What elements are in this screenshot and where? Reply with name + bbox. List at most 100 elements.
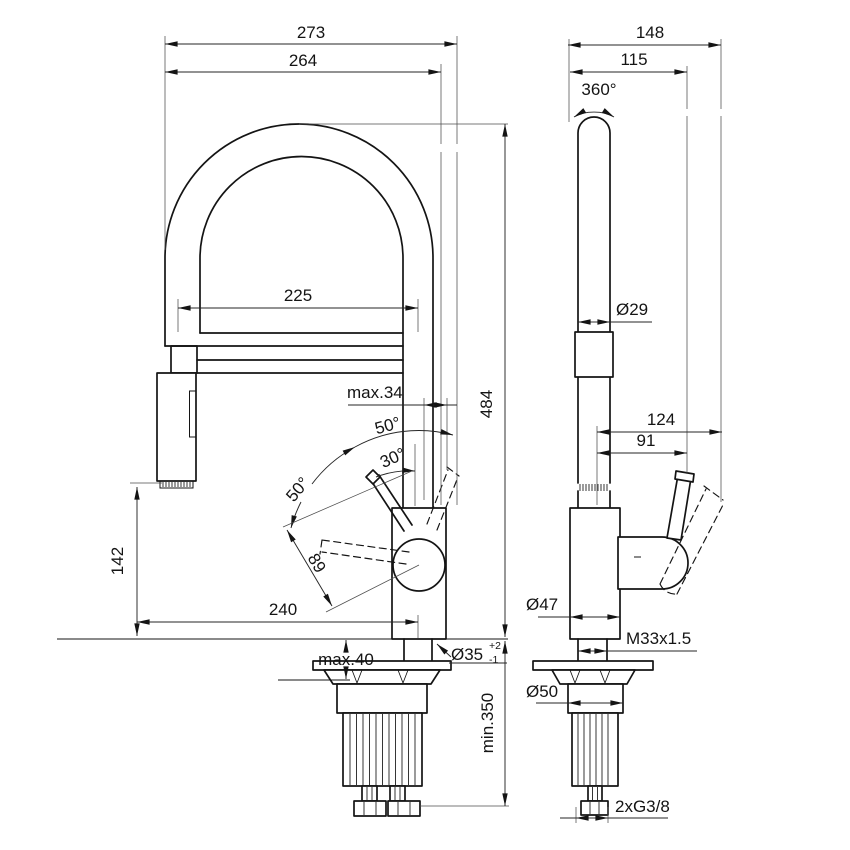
angle-upper-50-label: 50° (373, 413, 403, 438)
hose-nut-side (580, 800, 609, 816)
hose-tube-right (389, 785, 406, 802)
base-cylinder-side (567, 683, 624, 714)
angle-lower-50-label: 50° (282, 474, 313, 506)
dim-thread: M33x1.5 (577, 629, 697, 654)
dim-hole-diameter-label: Ø35 +2 -1 (451, 640, 501, 666)
handle-dashed-side (659, 485, 725, 595)
dim-base-diameter-label: Ø50 (526, 682, 558, 701)
hole-tol-minus: -1 (489, 654, 498, 666)
dim-total-width-label: 273 (297, 23, 325, 42)
extension-line (423, 398, 448, 500)
extension-line (282, 470, 420, 613)
hose-nut-left (353, 800, 387, 817)
hole-dia-value: Ø35 (451, 645, 483, 664)
mounting-cone-side (551, 669, 636, 685)
extension-line (164, 36, 458, 505)
cone-clips-front (351, 669, 409, 685)
dim-body-diameter-label: Ø47 (526, 595, 558, 614)
spray-head-button (189, 390, 197, 438)
dim-deck-thickness: max.40 (318, 639, 374, 680)
mounting-shank-side (577, 638, 608, 662)
dim-handle-reach-open: 124 (596, 410, 723, 505)
extension-line (177, 299, 419, 332)
dim-supply-connections-label: 2xG3/8 (615, 797, 670, 816)
dim-spout-span-label: 225 (284, 286, 312, 305)
dim-swivel-angle-label: 360° (581, 80, 616, 99)
dim-handle-reach-label: 91 (637, 431, 656, 450)
swivel-collar (574, 331, 614, 378)
faucet-body-side (569, 507, 621, 640)
dim-spout-width-label: 264 (289, 51, 317, 70)
dim-spout-diameter: Ø29 (577, 300, 652, 325)
hose-nut-facets (363, 802, 411, 815)
front-view (156, 123, 460, 817)
base-cylinder-front (336, 683, 428, 714)
handle-cap-side (674, 470, 695, 483)
dim-hose-length-min: min.350 (420, 640, 509, 807)
arc-30 (375, 467, 416, 478)
dim-spout-offset-label: max.34 (347, 383, 403, 402)
side-view (532, 116, 725, 816)
dim-base-diameter: Ø50 (526, 682, 624, 706)
base-flange-side (532, 660, 654, 671)
dim-hole-diameter: Ø35 +2 -1 (436, 640, 507, 666)
hose-tube-side (587, 785, 603, 802)
dim-swivel-angle: 360° (573, 80, 617, 118)
hose-bars (164, 332, 404, 374)
dim-spray-head-drop: 142 (108, 482, 162, 637)
arc-lower-50-b (311, 446, 356, 485)
dim-body-depth-label: 115 (620, 50, 647, 69)
dim-total-width: 273 (164, 23, 458, 505)
splined-shaft-side (571, 712, 619, 787)
hose-tube-ribs-side (592, 787, 598, 800)
handle-lever-side (666, 474, 692, 541)
leader-line (436, 643, 452, 658)
deck-line (57, 638, 508, 681)
dim-hose-length-label: min.350 (478, 693, 497, 753)
arc-lower-50-a (290, 501, 302, 529)
hole-tol-plus: +2 (489, 640, 501, 652)
cone-clips-side (569, 669, 611, 685)
spline-ribs-side (577, 714, 609, 785)
dim-total-depth-label: 148 (636, 23, 664, 42)
handle-lever-cap (365, 469, 381, 485)
extension-line (568, 39, 722, 502)
spout-column-lower (577, 490, 611, 509)
hose-tube-ribs (366, 787, 401, 800)
dim-projection-label: 240 (269, 600, 297, 619)
dim-body-depth: 115 (569, 50, 688, 474)
thread-hatch-side (579, 484, 608, 491)
spray-holder-step (170, 345, 198, 374)
arc-upper-50 (354, 429, 454, 448)
dim-total-height-label: 484 (477, 390, 496, 418)
dim-spout-span: 225 (177, 286, 419, 332)
dim-spout-width: 264 (164, 51, 442, 505)
spout-column (577, 116, 611, 484)
dim-spout-offset-max: max.34 (347, 383, 457, 500)
handle-hub-side (617, 536, 689, 590)
dim-total-depth: 148 (567, 23, 722, 502)
dimension-line (286, 529, 333, 607)
dim-deck-thickness-label: max.40 (318, 650, 374, 669)
spray-head (156, 372, 197, 482)
mounting-shank-front (403, 638, 433, 662)
mounting-cone-front (323, 669, 441, 685)
hose-nut-facets-side (589, 802, 600, 814)
dim-thread-label: M33x1.5 (626, 629, 691, 648)
hose-nut-right (387, 800, 421, 817)
dim-projection: 240 (136, 600, 419, 638)
dim-total-height: 484 (299, 123, 508, 638)
dim-handle-reach: 91 (596, 431, 688, 456)
dim-body-diameter: Ø47 (526, 595, 621, 620)
aerator-hatch (162, 482, 191, 487)
spline-ribs-front (349, 714, 416, 785)
hose-tube-left (361, 785, 378, 802)
dim-handle-reach-open-label: 124 (647, 410, 675, 429)
dim-handle-length-label: 89 (304, 550, 330, 576)
aerator-face (159, 480, 194, 489)
dim-supply-connections: 2xG3/8 (560, 797, 670, 823)
dim-spout-diameter-label: Ø29 (616, 300, 648, 319)
swivel-arc (573, 108, 615, 118)
